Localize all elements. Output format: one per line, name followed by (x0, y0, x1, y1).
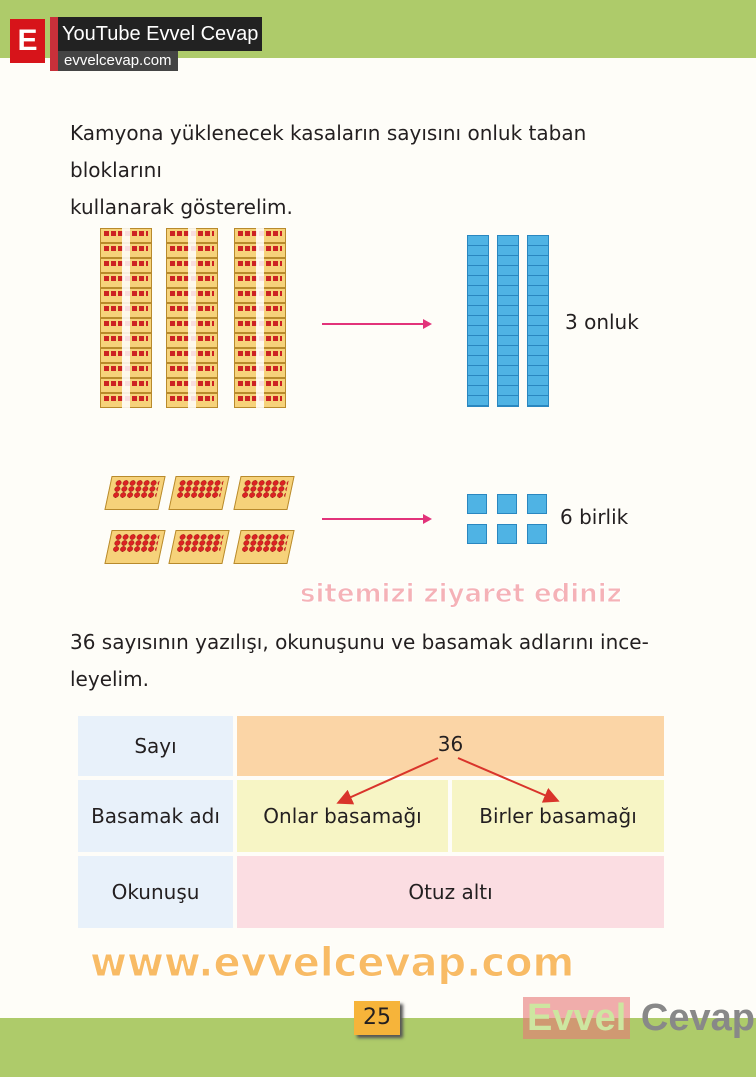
logo: E (10, 19, 45, 63)
channel-title: YouTube Evvel Cevap (58, 17, 263, 51)
cell-okunus-value: Otuz altı (237, 856, 664, 928)
intro-text: Kamyona yüklenecek kasaların sayısını on… (70, 115, 670, 226)
watermark: www.evvelcevap.com (89, 940, 575, 987)
tens-label: 3 onluk (565, 310, 639, 334)
logo-bar (50, 17, 58, 71)
cell-onlar: Onlar basamağı (237, 780, 448, 852)
crate (233, 476, 295, 510)
crate (168, 476, 230, 510)
brand-a: Evvel (523, 997, 631, 1039)
ten-rod (467, 235, 489, 407)
watermark-sub: sitemizi ziyaret ediniz (300, 579, 623, 610)
brand-logo: Evvel Cevap (523, 997, 755, 1040)
ten-rod (497, 235, 519, 407)
strap (122, 228, 130, 408)
cell-basamak-label: Basamak adı (78, 780, 233, 852)
unit-cube (527, 494, 547, 514)
arrow-icon (322, 514, 432, 524)
ten-rod (527, 235, 549, 407)
crate (104, 530, 166, 564)
crate-tower (100, 228, 152, 408)
cell-birler: Birler basamağı (452, 780, 664, 852)
intro-line: kullanarak gösterelim. (70, 195, 293, 219)
unit-cube (497, 494, 517, 514)
cell-sayi-value: 36 (237, 716, 664, 776)
cell-sayi-label: Sayı (78, 716, 233, 776)
unit-cube (527, 524, 547, 544)
crate-tower (166, 228, 218, 408)
arrow-icon (322, 319, 432, 329)
strap (188, 228, 196, 408)
crate (104, 476, 166, 510)
section-line: leyelim. (70, 667, 149, 691)
crate (233, 530, 295, 564)
crate (168, 530, 230, 564)
crate-tower (234, 228, 286, 408)
strap (256, 228, 264, 408)
section-text: 36 sayısının yazılışı, okunuşunu ve basa… (70, 624, 670, 698)
brand-b: Cevap (640, 997, 755, 1039)
ones-label: 6 birlik (560, 505, 629, 529)
unit-cube (497, 524, 517, 544)
unit-cube (467, 494, 487, 514)
page-number: 25 (354, 1001, 400, 1035)
cell-okunus-label: Okunuşu (78, 856, 233, 928)
site-link[interactable]: evvelcevap.com (58, 51, 178, 71)
intro-line: Kamyona yüklenecek kasaların sayısını on… (70, 121, 587, 182)
unit-cube (467, 524, 487, 544)
section-line: 36 sayısının yazılışı, okunuşunu ve basa… (70, 630, 649, 654)
